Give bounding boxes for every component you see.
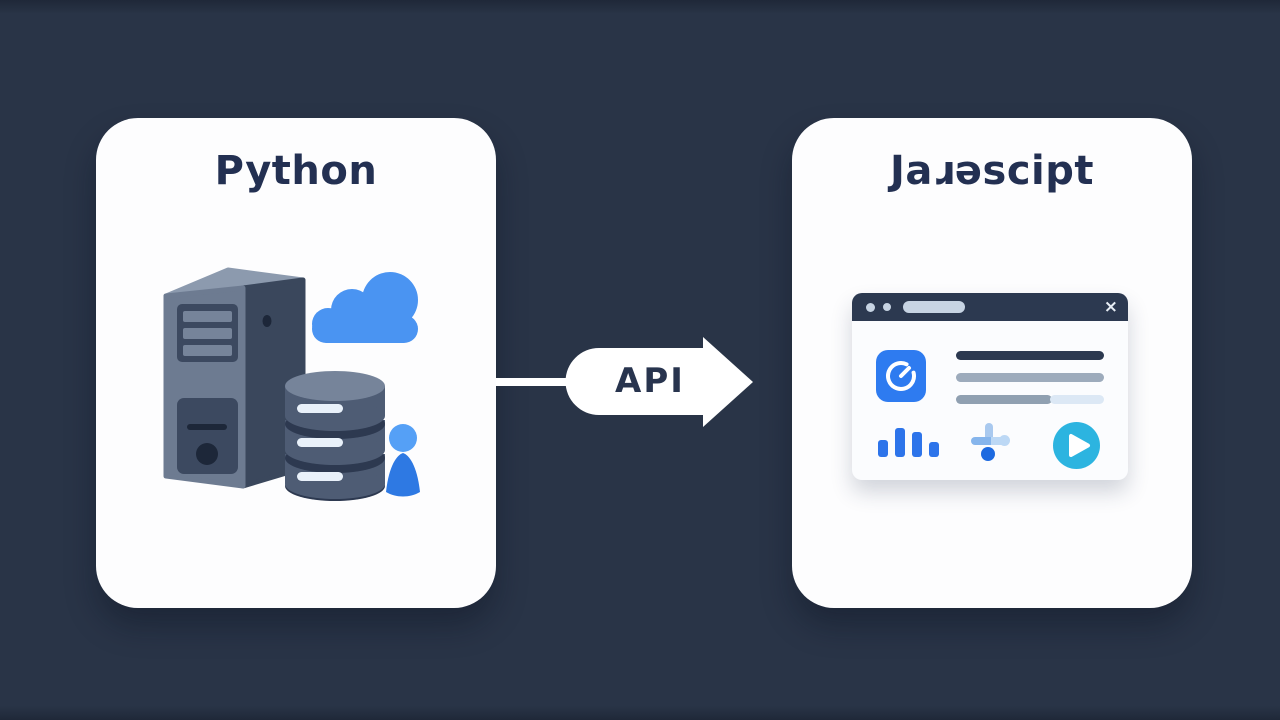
database-icon <box>285 371 385 501</box>
cloud-icon <box>312 272 418 343</box>
plus-crosshair-icon <box>971 437 1007 445</box>
server-tower-icon <box>163 267 306 489</box>
python-card-title: Python <box>214 148 378 194</box>
plus-crosshair-icon <box>999 435 1010 446</box>
play-button-icon <box>1053 422 1100 469</box>
text-line-dark <box>956 351 1104 360</box>
javascript-card-title: Jaɹəscipt <box>889 148 1094 194</box>
bar-chart-bar <box>929 442 939 457</box>
plus-crosshair-icon <box>981 447 995 461</box>
window-dot-icon <box>883 303 891 311</box>
close-icon: × <box>1103 297 1118 317</box>
url-bar-pill <box>903 301 965 313</box>
javascript-card: Jaɹəscipt × <box>792 118 1192 608</box>
bar-chart-bar <box>912 432 922 457</box>
bar-chart-icon <box>878 428 939 457</box>
connector-line <box>496 378 574 386</box>
python-backend-illustration <box>163 267 420 501</box>
browser-titlebar: × <box>852 293 1128 321</box>
text-line-gray <box>956 373 1104 382</box>
bar-chart-bar <box>895 428 905 457</box>
python-card: Python <box>96 118 496 608</box>
clock-app-icon <box>876 350 926 402</box>
text-line-partial <box>956 395 1052 404</box>
api-arrow-icon <box>565 337 753 427</box>
plus-crosshair-icon <box>985 423 993 444</box>
bar-chart-bar <box>878 440 888 457</box>
text-line-partial-light <box>1050 395 1104 404</box>
window-dot-icon <box>866 302 875 312</box>
api-label: API <box>615 361 685 401</box>
user-pawn-icon <box>386 424 420 497</box>
browser-window-illustration: × <box>852 293 1128 480</box>
